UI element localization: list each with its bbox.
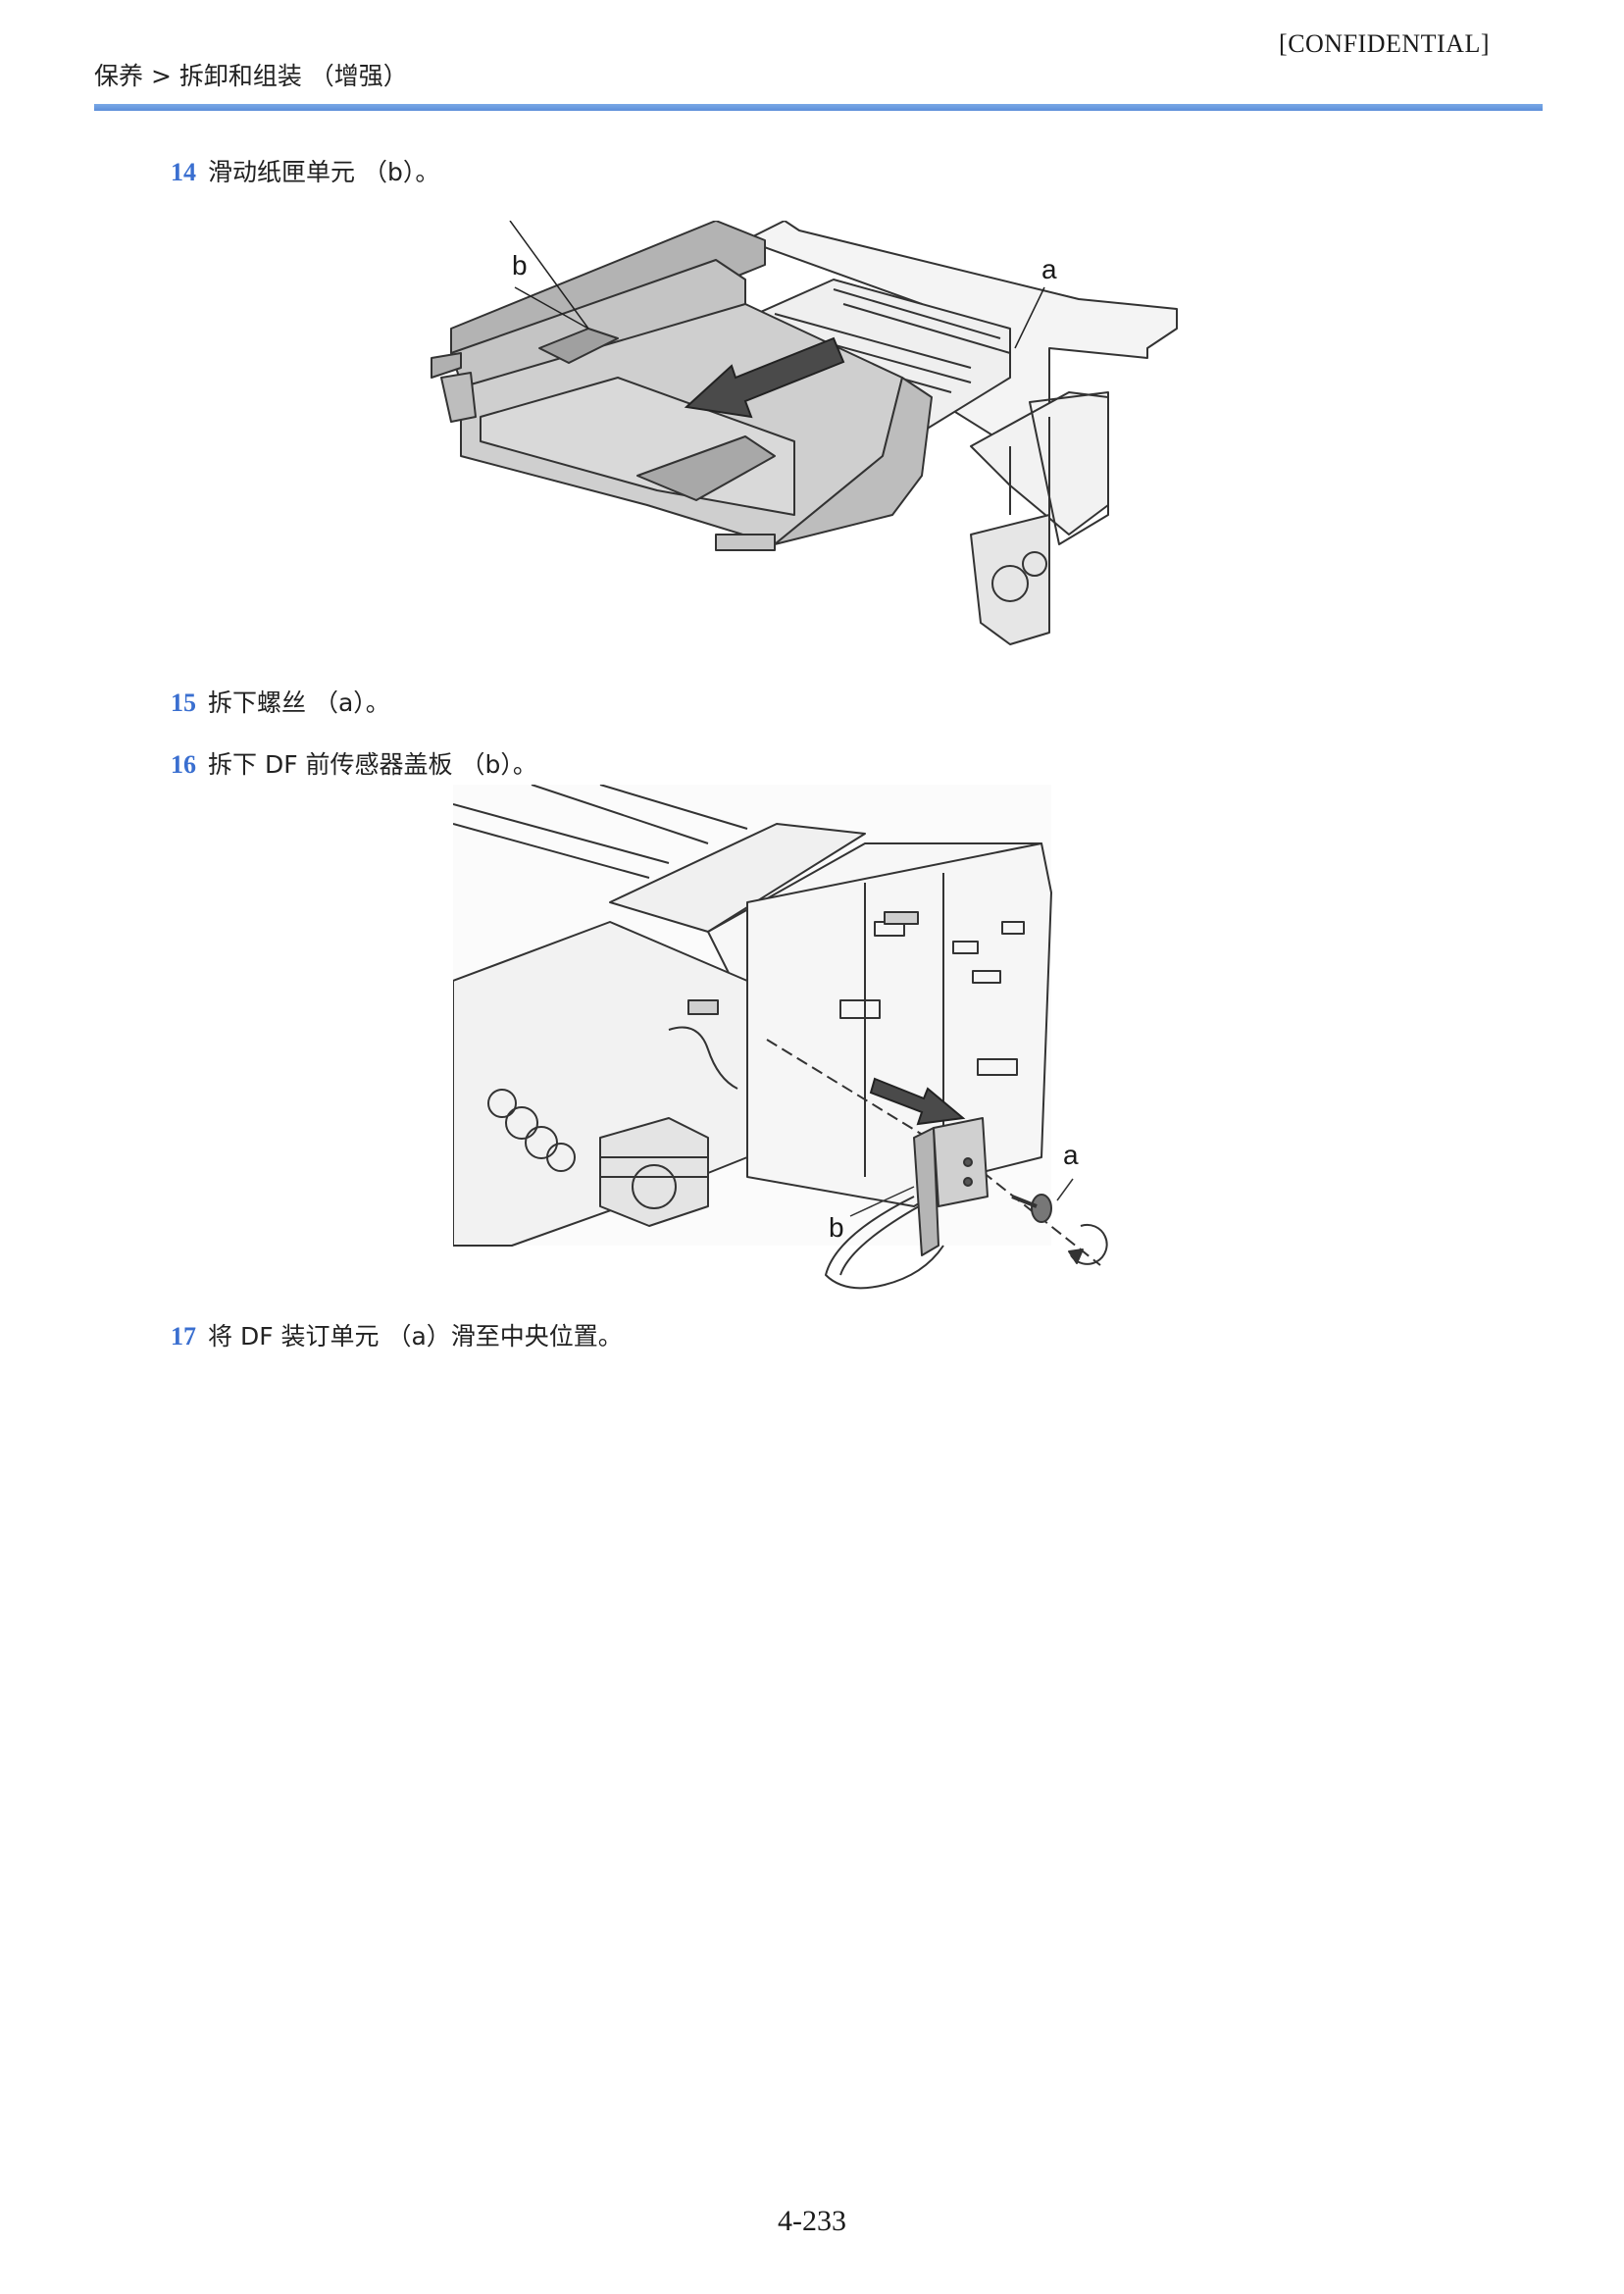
- label-a: a: [1063, 1140, 1079, 1170]
- page-number: 4-233: [778, 2205, 846, 2237]
- step-14: 14 滑动纸匣单元 （b）。: [171, 153, 439, 188]
- figure-paper-tray-slide: b a: [422, 221, 1187, 647]
- label-a: a: [1041, 254, 1057, 284]
- step-number: 15: [171, 688, 196, 717]
- step-text: 拆下 DF 前传感器盖板 （b）。: [208, 750, 537, 779]
- breadcrumb: 保养 > 拆卸和组装 （增强）: [94, 62, 408, 90]
- sensor-cover-illustration: [453, 785, 1108, 1290]
- figure-sensor-cover: a b: [453, 785, 1120, 1295]
- header-divider: [94, 104, 1543, 111]
- step-17: 17 将 DF 装订单元 （a）滑至中央位置。: [171, 1317, 623, 1352]
- label-b: b: [829, 1212, 844, 1243]
- confidential-label: [CONFIDENTIAL]: [1279, 29, 1490, 58]
- step-text: 将 DF 装订单元 （a）滑至中央位置。: [208, 1322, 623, 1351]
- step-16: 16 拆下 DF 前传感器盖板 （b）。: [171, 745, 537, 781]
- step-text: 滑动纸匣单元 （b）。: [208, 158, 440, 186]
- label-b: b: [512, 250, 528, 280]
- step-15: 15 拆下螺丝 （a）。: [171, 684, 390, 719]
- step-number: 17: [171, 1322, 196, 1351]
- tray-illustration: [431, 221, 1178, 645]
- step-number: 14: [171, 158, 196, 186]
- step-number: 16: [171, 750, 196, 779]
- step-text: 拆下螺丝 （a）。: [208, 688, 390, 717]
